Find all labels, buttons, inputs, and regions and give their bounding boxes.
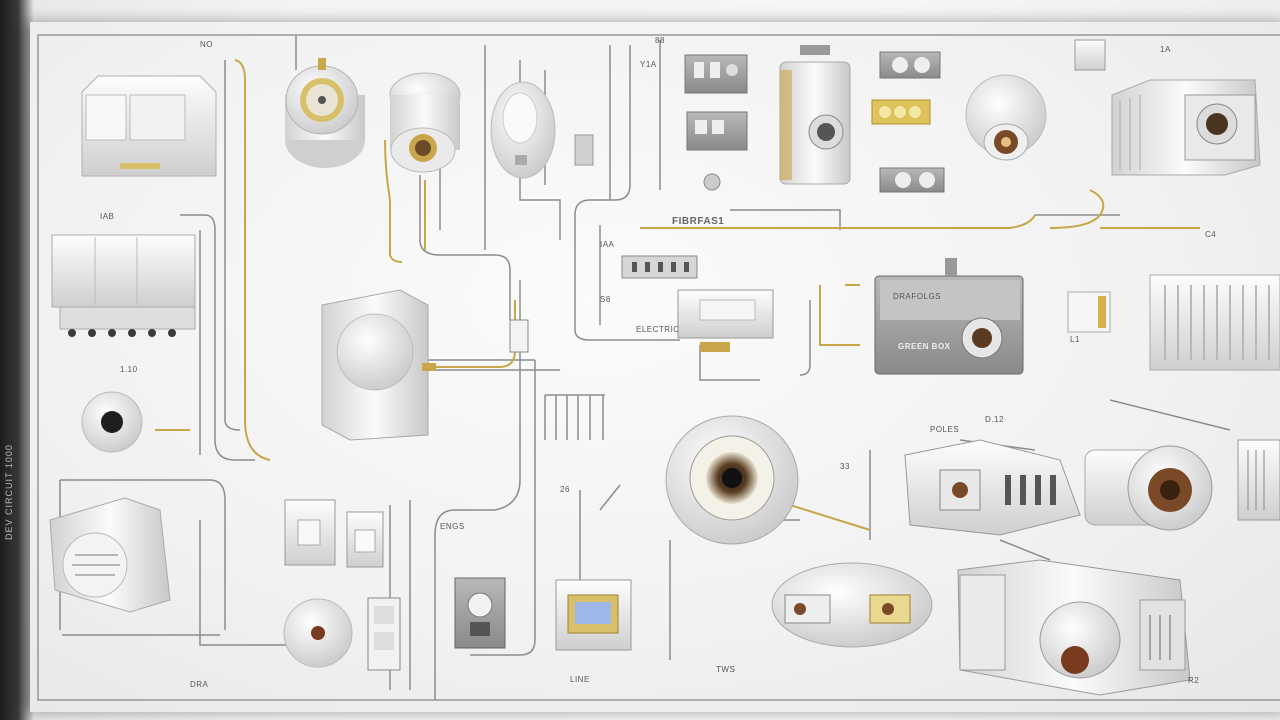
small-switch-icon xyxy=(574,134,594,166)
meter-socket-icon xyxy=(454,577,506,649)
label-b3: 1.10 xyxy=(120,365,138,374)
switch-icon xyxy=(284,499,384,568)
outlet-oval-icon xyxy=(771,562,933,648)
grille-icon xyxy=(1149,274,1280,371)
socket-icon xyxy=(81,391,143,453)
relay-icon xyxy=(684,54,748,191)
label-b1: NO xyxy=(200,40,213,49)
label-top-center: FIBRFAS1 xyxy=(672,216,725,227)
relay-cluster-icon xyxy=(904,439,1081,536)
label-b17: D.12 xyxy=(985,415,1004,424)
lens-camera-icon xyxy=(665,415,799,545)
contactor-icon xyxy=(677,289,774,352)
ceiling-lamp-icon xyxy=(283,598,353,668)
label-b18: 33 xyxy=(840,462,850,471)
label-b5: 1A xyxy=(1160,45,1171,54)
label-green-box: GREEN BOX xyxy=(898,342,951,351)
breaker-panel-icon xyxy=(51,234,196,337)
label-b7: 26 xyxy=(560,485,570,494)
frame-lines xyxy=(37,34,1280,701)
label-b14: L1 xyxy=(1070,335,1080,344)
display-unit-icon xyxy=(555,579,632,651)
fuse-holder-icon xyxy=(1067,291,1111,333)
label-bottom-left: ENGS xyxy=(440,522,465,531)
meter-box-icon xyxy=(49,497,171,613)
control-box-icon xyxy=(874,258,1024,375)
outlet-stack-icon xyxy=(367,597,401,671)
label-b12: C4 xyxy=(1205,230,1217,239)
label-mid-panel: ELECTRIC xyxy=(636,325,680,334)
label-b2: IAB xyxy=(100,212,115,221)
label-box-top: DRAFOLGS xyxy=(893,292,942,301)
label-b6: IAA xyxy=(600,240,615,249)
small-box-icon xyxy=(1074,39,1106,71)
dome-fixture-icon xyxy=(321,289,436,441)
gear-motor-icon xyxy=(957,559,1191,696)
cylinder-lamp-icon xyxy=(285,58,365,168)
fuse-icon xyxy=(509,319,529,353)
bulb-socket-icon xyxy=(389,72,461,173)
label-b13: S8 xyxy=(600,295,611,304)
wall-plate-icon xyxy=(490,81,556,179)
dome-camera-icon xyxy=(965,74,1047,161)
motor-icon xyxy=(1084,439,1280,531)
terminal-strip-icon xyxy=(621,255,698,279)
label-b15: TWS xyxy=(716,665,736,674)
label-b8: POLES xyxy=(930,425,960,434)
camera-housing-icon xyxy=(1111,79,1261,176)
label-b4: 88 xyxy=(655,36,665,45)
label-b10: DRA xyxy=(190,680,209,689)
box-camera-icon xyxy=(779,45,851,185)
side-caption: DEV CIRCUIT 1000 xyxy=(4,444,14,540)
label-b11: R2 xyxy=(1188,676,1200,685)
label-b9: LINE xyxy=(570,675,590,684)
label-b16: Y1A xyxy=(640,60,657,69)
terminal-block-icon xyxy=(871,51,945,193)
junction-box-icon xyxy=(81,75,217,177)
